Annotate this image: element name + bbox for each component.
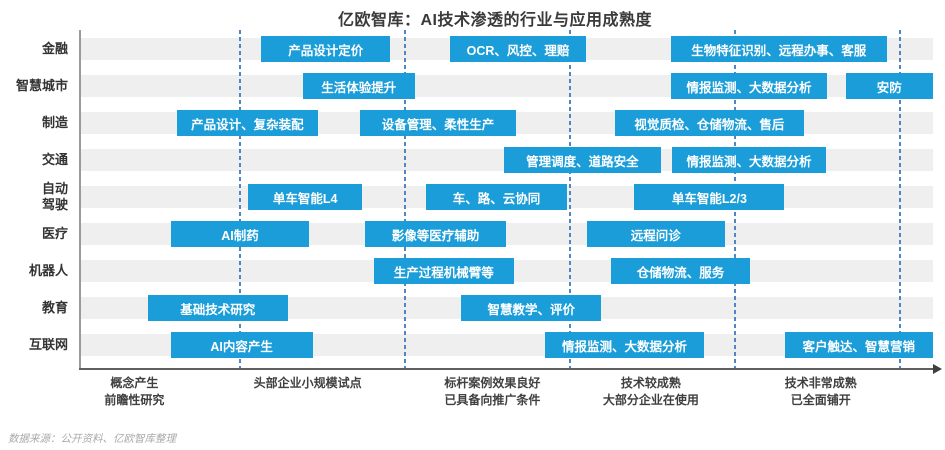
stage-label: 概念产生 前瞻性研究 xyxy=(104,376,165,407)
row-label: 交通 xyxy=(41,152,68,167)
app-bar: AI制药 xyxy=(170,221,310,247)
y-axis-line xyxy=(79,30,81,368)
x-axis-line xyxy=(79,368,933,370)
app-bar: 生物特征识别、远程办事、客服 xyxy=(670,36,887,62)
stage-label: 标杆案例效果良好 已具备向推广条件 xyxy=(444,376,541,407)
page-title: 亿欧智库：AI技术渗透的行业与应用成熟度 xyxy=(337,12,652,29)
dashed-gridline xyxy=(569,30,571,368)
row-label: 机器人 xyxy=(28,263,68,278)
source-note: 数据来源：公开资料、亿欧智库整理 xyxy=(8,433,176,445)
app-bar: 生产过程机械臂等 xyxy=(373,258,514,284)
app-bar: 设备管理、柔性生产 xyxy=(360,110,516,136)
app-bar: 情报监测、大数据分析 xyxy=(545,332,704,358)
app-bar: 管理调度、道路安全 xyxy=(504,147,661,173)
dashed-gridline xyxy=(239,30,241,368)
app-bar: 单车智能L2/3 xyxy=(634,184,785,210)
app-bar: 生活体验提升 xyxy=(302,73,415,99)
row-label: 互联网 xyxy=(28,337,68,352)
app-bar: 情报监测、大数据分析 xyxy=(670,73,828,99)
app-bar: 远程问诊 xyxy=(586,221,726,247)
app-bar: 基础技术研究 xyxy=(147,295,288,321)
app-bar: 单车智能L4 xyxy=(248,184,363,210)
dashed-gridline xyxy=(404,30,406,368)
app-bar: 智慧教学、评价 xyxy=(461,295,602,321)
app-bar: 车、路、云协同 xyxy=(426,184,567,210)
x-axis-arrow-icon xyxy=(933,364,942,374)
row-label: 智慧城市 xyxy=(15,78,68,93)
row-label: 自动 驾驶 xyxy=(41,181,68,212)
dashed-gridline xyxy=(899,30,901,368)
app-bar: 产品设计定价 xyxy=(261,36,391,62)
stage-label: 技术非常成熟 已全面铺开 xyxy=(784,376,857,407)
row-label: 教育 xyxy=(41,300,68,315)
row-label: 医疗 xyxy=(41,226,68,241)
row-label: 金融 xyxy=(41,41,68,56)
app-bar: 视觉质检、仓储物流、售后 xyxy=(614,110,805,136)
app-bar: 产品设计、复杂装配 xyxy=(177,110,318,136)
app-bar: OCR、风控、理赔 xyxy=(449,36,587,62)
app-bar: AI内容产生 xyxy=(170,332,313,358)
app-bar: 影像等医疗辅助 xyxy=(365,221,506,247)
stage-label: 头部企业小规模试点 xyxy=(253,376,362,390)
app-bar: 情报监测、大数据分析 xyxy=(672,147,826,173)
app-bar: 客户触达、智慧营销 xyxy=(784,332,933,358)
app-bar: 仓储物流、服务 xyxy=(611,258,750,284)
row-label: 制造 xyxy=(41,115,68,130)
app-bar: 安防 xyxy=(845,73,933,99)
stage-label: 技术较成熟 大部分企业在使用 xyxy=(602,376,699,407)
